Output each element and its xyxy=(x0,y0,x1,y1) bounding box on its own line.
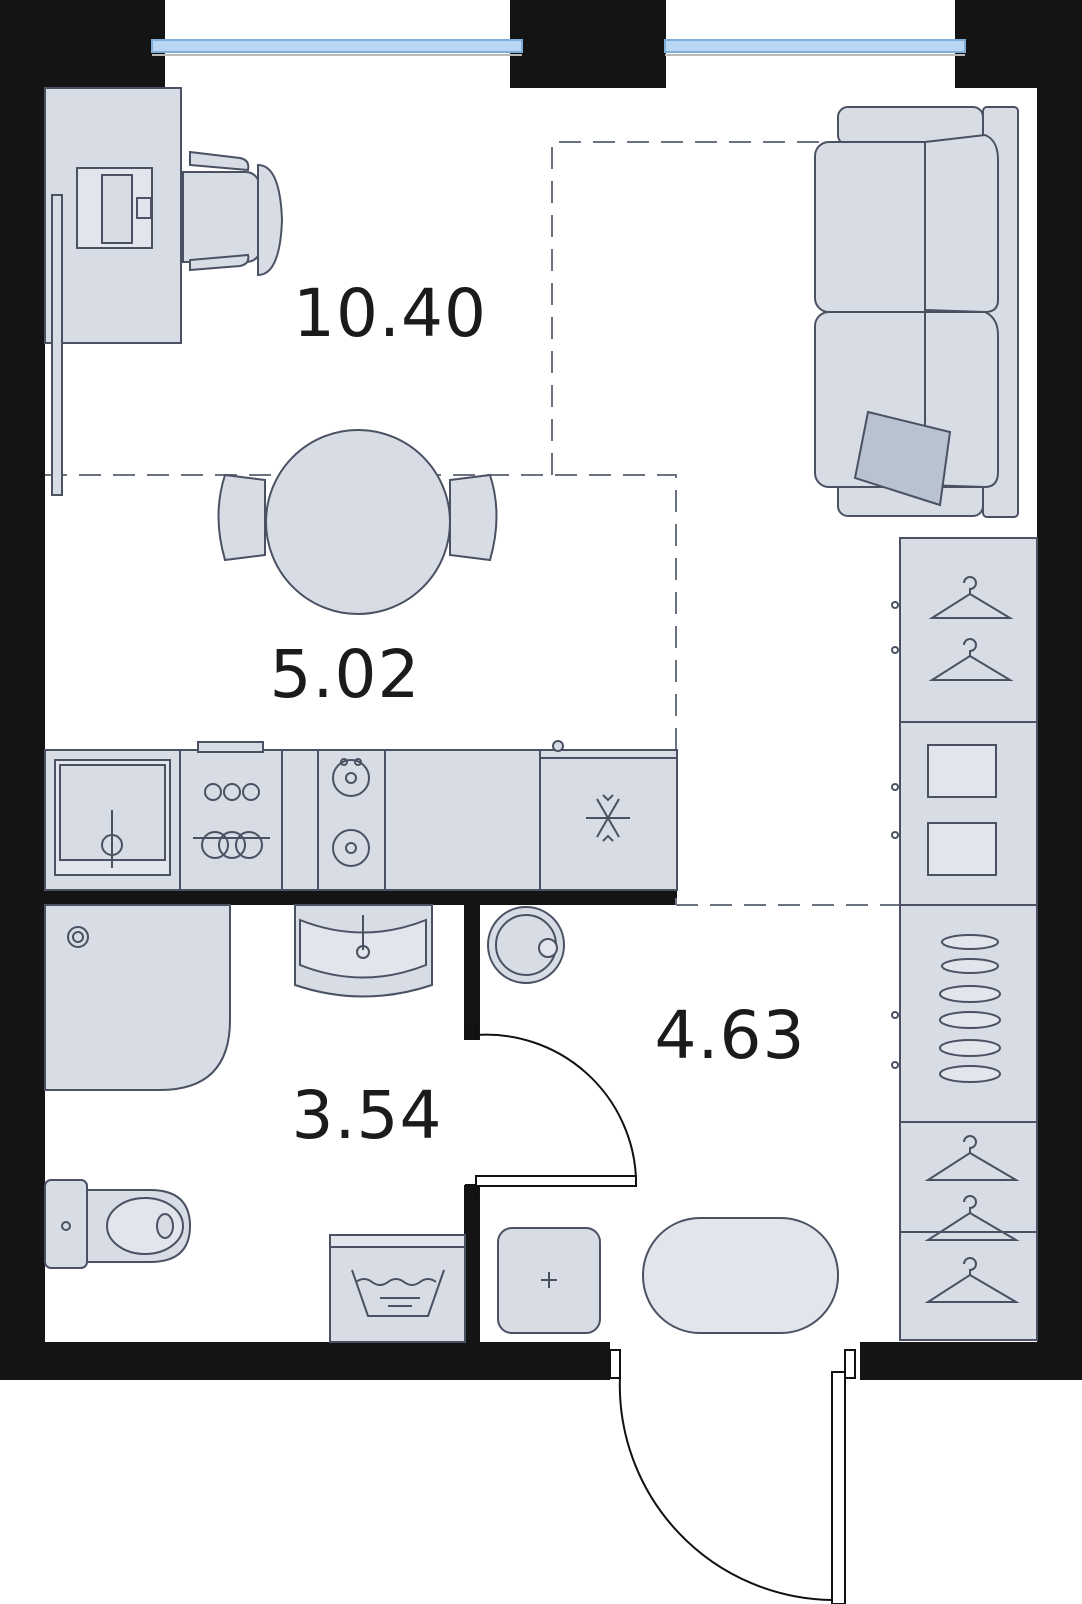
desk-chair xyxy=(182,150,284,277)
sofa xyxy=(814,106,1019,518)
rug xyxy=(642,1217,839,1334)
room-labels: 10.40 5.02 4.63 3.54 xyxy=(270,275,806,1154)
washbasin xyxy=(294,904,433,998)
wardrobe xyxy=(891,537,1038,1341)
toilet xyxy=(44,1179,192,1269)
pouf xyxy=(497,1227,601,1334)
windows xyxy=(151,0,966,88)
dining-set xyxy=(217,429,498,615)
walls xyxy=(0,0,1082,1380)
hanger-icon xyxy=(924,576,1020,1303)
window-left xyxy=(151,39,523,53)
robot-vacuum xyxy=(487,906,565,984)
area-label-kitchen: 5.02 xyxy=(270,636,421,713)
snowflake-icon xyxy=(586,794,630,842)
laundry-icon xyxy=(351,1269,445,1317)
zone-lines xyxy=(45,141,1037,906)
kitchen-counter xyxy=(44,740,678,891)
bathroom-door[interactable] xyxy=(465,1024,637,1200)
desk xyxy=(44,87,182,496)
area-label-bathroom: 3.54 xyxy=(292,1077,443,1154)
washing-machine xyxy=(329,1234,466,1343)
shower xyxy=(44,904,231,1091)
cushion xyxy=(853,410,952,507)
area-label-living: 10.40 xyxy=(293,275,487,352)
area-label-hallway: 4.63 xyxy=(655,997,806,1074)
entrance-door[interactable] xyxy=(609,1342,860,1604)
window-right xyxy=(664,39,966,53)
